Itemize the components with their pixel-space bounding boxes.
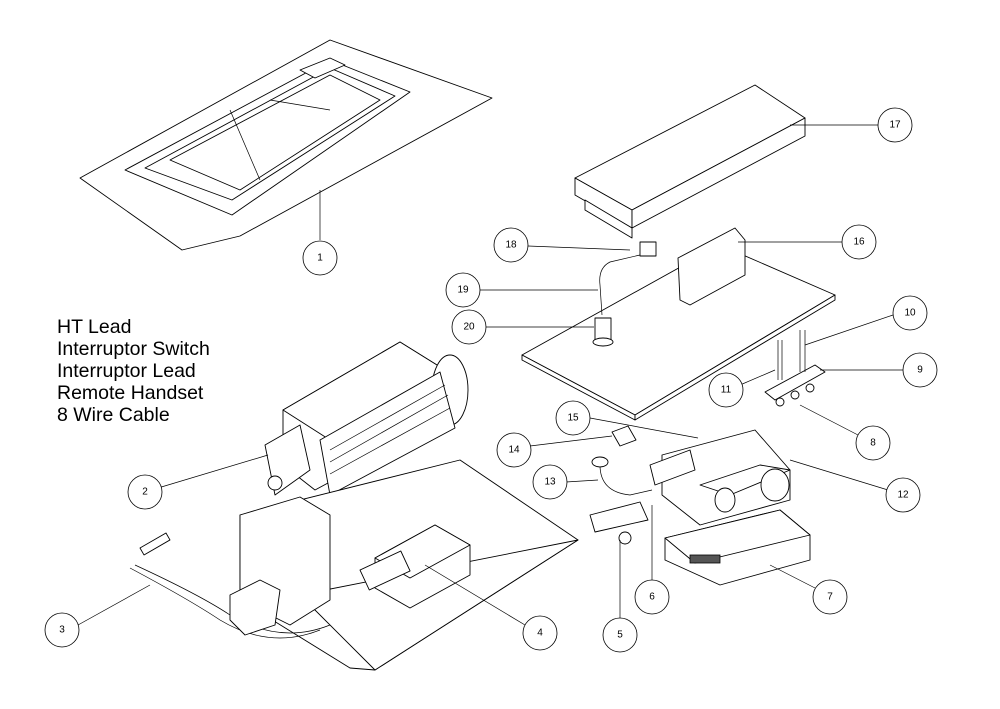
part-7-control-module: [664, 509, 811, 586]
part-8-11-electrodes: [764, 330, 826, 407]
svg-text:16: 16: [853, 237, 865, 248]
svg-text:9: 9: [917, 365, 923, 376]
svg-text:19: 19: [457, 285, 469, 296]
callout-5: 5: [602, 617, 638, 653]
part-16-base-plate: [521, 227, 836, 421]
part-18-20-pipe: [592, 241, 657, 347]
svg-text:2: 2: [142, 487, 148, 498]
callout-4: 4: [522, 615, 558, 651]
svg-text:18: 18: [505, 240, 517, 251]
svg-text:17: 17: [889, 120, 901, 131]
parts-legend: HT Lead Interruptor Switch Interruptor L…: [57, 316, 210, 426]
callout-8: 8: [855, 425, 891, 461]
part-12-gas-valve: [649, 429, 791, 526]
legend-item-interruptor-switch: Interruptor Switch: [57, 338, 210, 360]
part-4-ignition-box: [359, 524, 471, 609]
callout-16: 16: [841, 224, 877, 260]
svg-text:4: 4: [537, 628, 543, 639]
part-13-pipe: [591, 456, 653, 496]
svg-text:10: 10: [904, 308, 916, 319]
legend-item-remote-handset: Remote Handset: [57, 382, 204, 404]
svg-text:7: 7: [827, 592, 833, 603]
callout-2: 2: [127, 474, 163, 510]
svg-text:12: 12: [897, 490, 909, 501]
legend-item-interruptor-lead: Interruptor Lead: [57, 360, 196, 382]
part-3-wire-harness: [129, 532, 331, 639]
part-17-burner-tray: [574, 84, 806, 239]
callout-18: 18: [493, 227, 529, 263]
part-14-fitting: [611, 425, 637, 447]
callout-13: 13: [532, 464, 568, 500]
svg-text:15: 15: [567, 413, 579, 424]
legend-item-8-wire-cable: 8 Wire Cable: [57, 404, 170, 426]
svg-text:20: 20: [463, 322, 475, 333]
svg-text:5: 5: [617, 630, 623, 641]
callout-12: 12: [885, 477, 921, 513]
svg-text:14: 14: [508, 445, 520, 456]
callout-11: 11: [708, 372, 744, 408]
callout-10: 10: [892, 295, 928, 331]
svg-text:3: 3: [59, 625, 65, 636]
svg-text:6: 6: [649, 592, 655, 603]
svg-text:1: 1: [317, 253, 323, 264]
callout-3: 3: [44, 612, 80, 648]
callout-1: 1: [302, 240, 338, 276]
part-2-fan: [264, 341, 469, 496]
callout-15: 15: [555, 400, 591, 436]
callout-17: 17: [877, 107, 913, 143]
leader-lines: [77, 124, 903, 626]
legend-item-ht-lead: HT Lead: [57, 316, 132, 338]
part-5-6-connectors: [589, 501, 649, 545]
callout-14: 14: [496, 432, 532, 468]
svg-text:13: 13: [544, 477, 556, 488]
callout-7: 7: [812, 579, 848, 615]
callout-9: 9: [902, 352, 938, 388]
callout-20: 20: [451, 309, 487, 345]
part-1-top-plate: [79, 39, 493, 251]
callout-6: 6: [634, 579, 670, 615]
svg-text:8: 8: [870, 438, 876, 449]
svg-text:11: 11: [721, 385, 732, 396]
callout-19: 19: [445, 272, 481, 308]
